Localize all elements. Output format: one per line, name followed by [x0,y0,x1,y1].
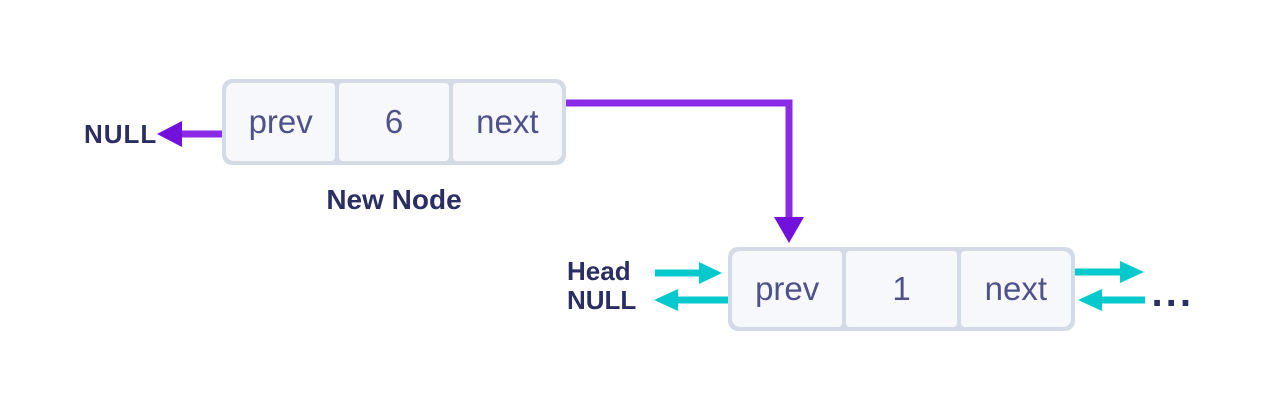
head-node: prev 1 next [728,247,1075,331]
head-pointer-arrow-icon [655,262,722,284]
new-node-prev-cell: prev [226,83,336,161]
new-node: prev 6 next [222,79,566,165]
head-label: Head [567,256,631,286]
ellipsis-dots: ... [1151,276,1194,314]
head-null-labels: Head NULL [567,257,636,315]
null-label-left: NULL [84,119,158,149]
head-node-value-cell: 1 [846,251,957,327]
prev-to-null-arrow-icon [157,121,222,147]
new-node-value-cell: 6 [339,83,449,161]
new-node-next-cell: next [452,83,562,161]
null-label-head: NULL [567,285,637,315]
new-node-caption: New Node [326,184,462,215]
head-next-arrow-icon [1075,261,1144,283]
head-prev-to-null-arrow-icon [654,289,728,311]
head-node-prev-cell: prev [732,251,843,327]
head-node-next-cell: next [960,251,1071,327]
rest-to-head-arrow-icon [1078,289,1145,311]
next-to-head-node-arrow-icon [565,99,804,243]
